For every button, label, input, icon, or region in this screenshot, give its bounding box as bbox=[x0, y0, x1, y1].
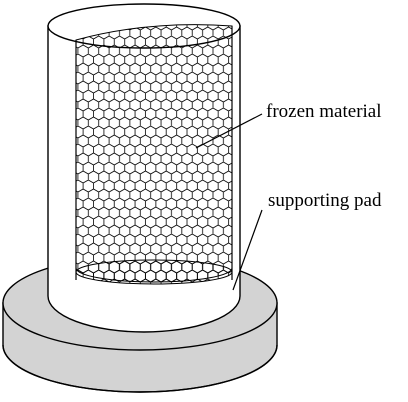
supporting-pad-leader-line bbox=[232, 209, 263, 291]
frozen-material-leader-line bbox=[195, 113, 263, 149]
pad-bottom-edge bbox=[2, 344, 278, 393]
frozen-material-label: frozen material bbox=[266, 101, 382, 122]
frozen-material-mesh bbox=[75, 24, 233, 285]
supporting-pad-label: supporting pad bbox=[268, 190, 382, 211]
mesh-bottom-surface bbox=[75, 259, 233, 285]
mesh-region bbox=[75, 24, 233, 283]
